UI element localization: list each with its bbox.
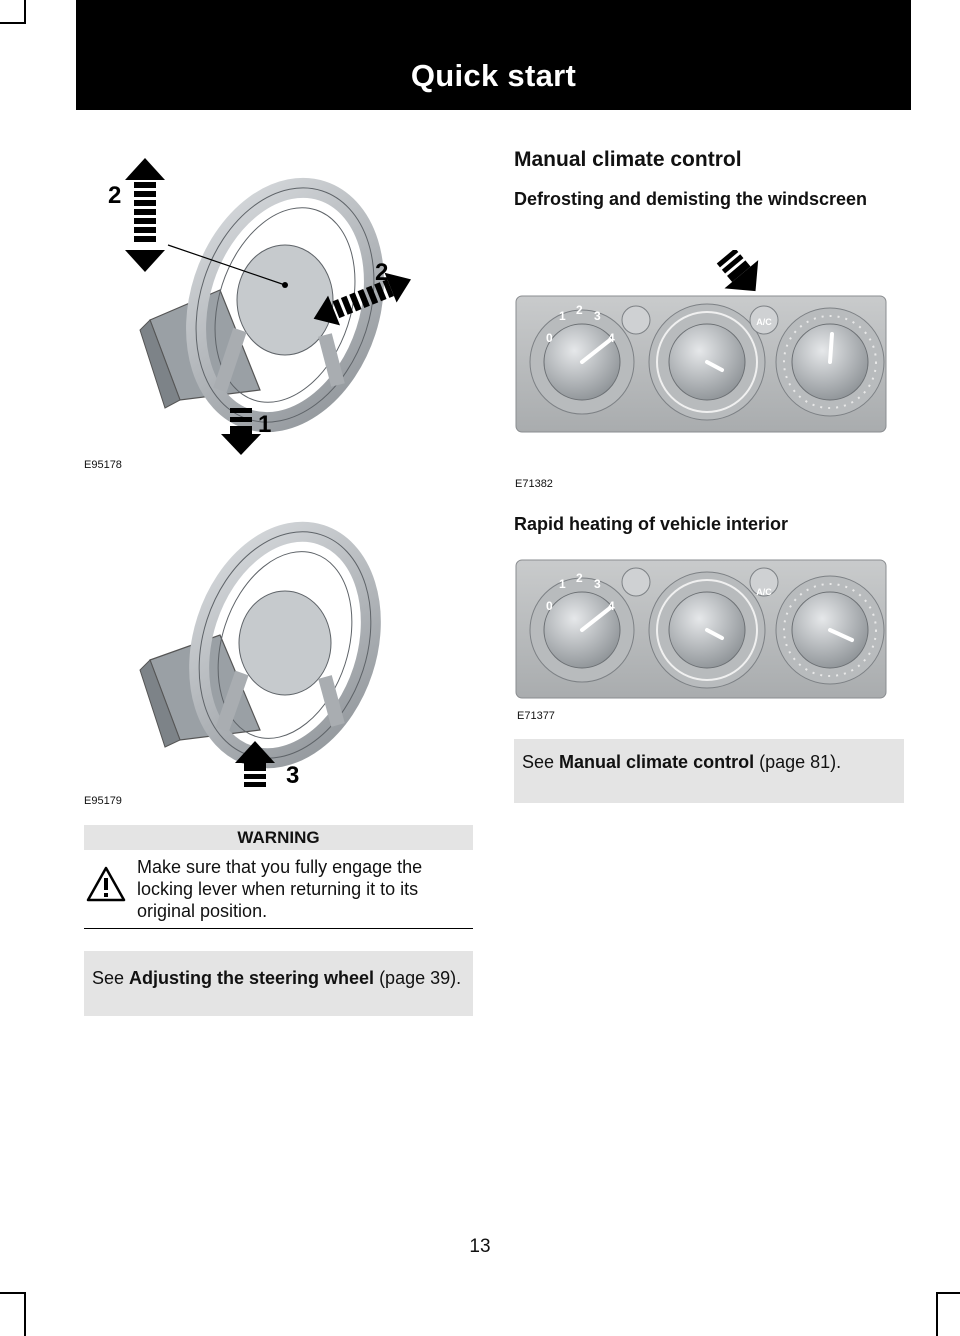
ref-prefix: See xyxy=(92,968,130,988)
fan-mark-3: 3 xyxy=(594,309,601,323)
subtitle-rapid-heating: Rapid heating of vehicle interior xyxy=(514,514,789,534)
figure-code-e71377: E71377 xyxy=(517,710,555,722)
warning-triangle-icon xyxy=(86,866,126,902)
arrow-pointing-ac-icon xyxy=(716,250,759,292)
ac-label: A/C xyxy=(756,587,772,597)
page-number: 13 xyxy=(469,1236,491,1257)
ref-link-manual-climate-control[interactable]: Manual climate control xyxy=(559,752,755,772)
ref-suffix: (page 39). xyxy=(374,968,462,988)
steering-wheel-lock-illustration: 3 xyxy=(139,521,381,789)
fan-mark-4: 4 xyxy=(608,599,615,613)
warning-divider xyxy=(84,928,473,929)
warning-text: Make sure that you fully engage the lock… xyxy=(137,857,423,921)
fan-mark-4: 4 xyxy=(608,331,615,345)
reference-steering: See Adjusting the steering wheel (page 3… xyxy=(84,951,473,1016)
fan-mark-1: 1 xyxy=(559,577,566,591)
climate-panel-defrost-illustration: 0 1 2 3 4 A/C xyxy=(515,250,887,433)
subtitle-defrosting: Defrosting and demisting the windscreen xyxy=(514,189,868,209)
arrow-up-icon xyxy=(235,741,275,787)
callout-2b: 2 xyxy=(375,259,388,286)
climate-panel-heating-illustration: 0 1 2 3 4 A/C xyxy=(515,559,887,699)
arrow-down-icon xyxy=(221,408,261,455)
crop-mark-bottom-left-h xyxy=(0,1292,26,1294)
crop-mark-bottom-right-h xyxy=(936,1292,960,1294)
figure-code-e71382: E71382 xyxy=(515,478,553,490)
crop-mark-bottom-left xyxy=(24,1292,26,1336)
fan-mark-2: 2 xyxy=(576,303,583,317)
fan-mark-3: 3 xyxy=(594,577,601,591)
callout-1: 1 xyxy=(258,411,271,438)
fan-mark-1: 1 xyxy=(559,309,566,323)
fan-mark-0: 0 xyxy=(546,331,553,345)
steering-wheel-adjust-illustration: 2 2 1 xyxy=(108,158,411,455)
crop-mark-bottom-right xyxy=(936,1292,938,1336)
ref-suffix: (page 81). xyxy=(754,752,842,772)
callout-3: 3 xyxy=(286,762,299,789)
fan-mark-0: 0 xyxy=(546,599,553,613)
fan-mark-2: 2 xyxy=(576,571,583,585)
section-title-manual-climate: Manual climate control xyxy=(514,148,742,171)
page-title: Quick start xyxy=(410,58,577,93)
crop-mark-top-left xyxy=(24,0,26,24)
callout-2a: 2 xyxy=(108,182,121,209)
warning-title: WARNING xyxy=(84,825,473,850)
reference-climate: See Manual climate control (page 81). xyxy=(514,739,904,803)
ref-link-adjusting-steering-wheel[interactable]: Adjusting the steering wheel xyxy=(129,968,375,988)
figure-code-e95178: E95178 xyxy=(84,459,122,471)
ac-label: A/C xyxy=(756,317,772,327)
arrow-in-out-icon xyxy=(313,272,411,326)
crop-mark-top-left-h xyxy=(0,22,26,24)
ref-prefix: See xyxy=(522,752,560,772)
arrow-up-down-icon xyxy=(125,158,165,272)
page-header: Quick start xyxy=(76,0,911,110)
figure-code-e95179: E95179 xyxy=(84,795,122,807)
